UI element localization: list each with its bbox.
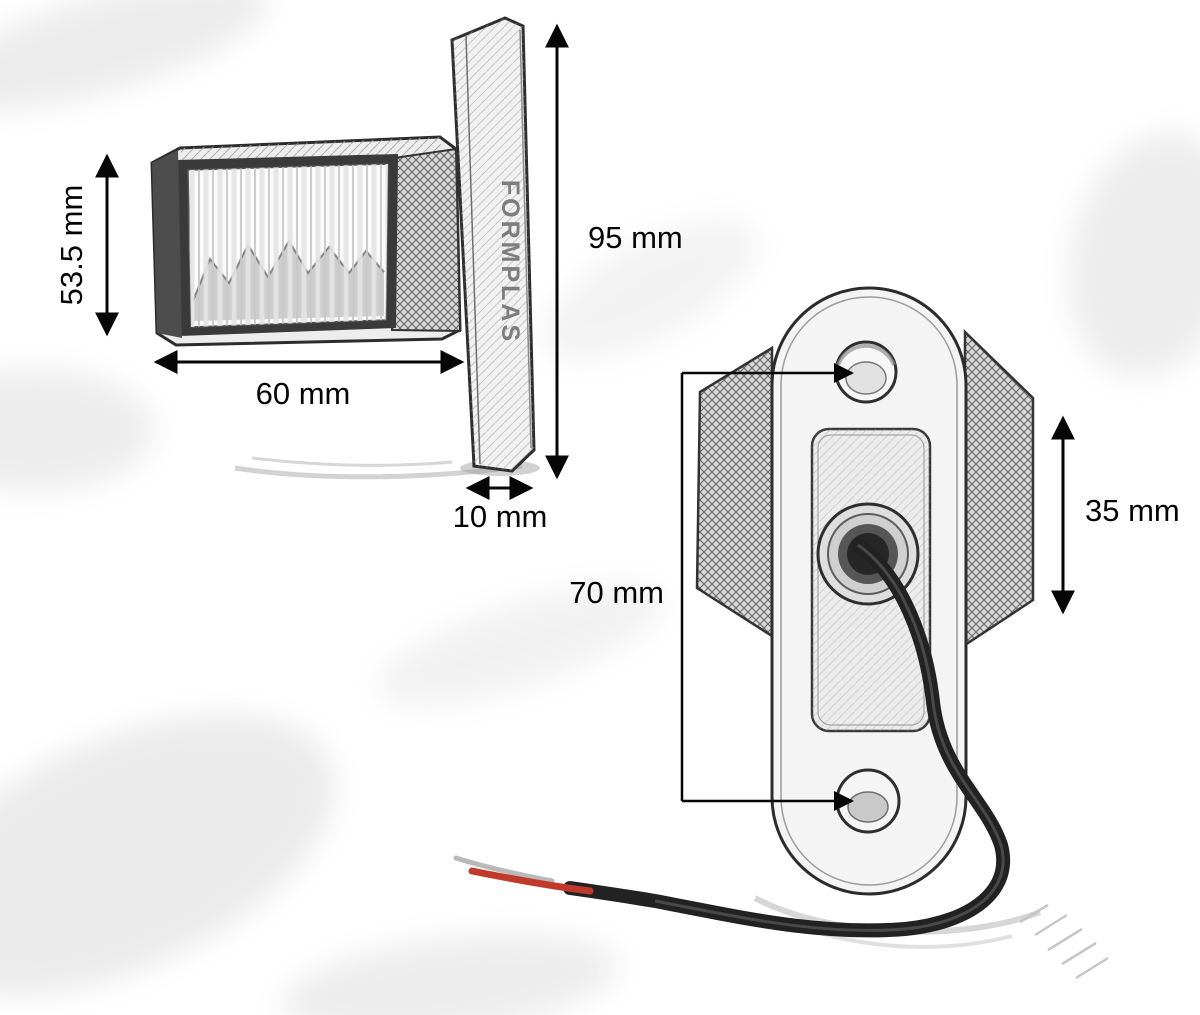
lens <box>187 163 389 328</box>
dimensions-side-view <box>95 23 569 500</box>
dim-bracket-height-label: 95 mm <box>588 220 683 255</box>
red-wire <box>468 867 594 895</box>
dimensions-rear-view <box>680 363 1075 811</box>
dim-lamp-height-label: 53.5 mm <box>54 185 89 306</box>
ground-hatch <box>1019 903 1109 980</box>
mounting-bracket-side: FORMPLAS <box>450 16 536 473</box>
lamp-body <box>150 135 462 347</box>
brand-label: FORMPLAS <box>496 180 524 344</box>
end-cap <box>152 150 182 338</box>
rubber-gaiter <box>390 147 462 333</box>
mounting-plate-inner-line <box>780 296 958 886</box>
side-view-shadow <box>234 463 523 480</box>
dim-thickness-label: 10 mm <box>453 499 548 534</box>
lamp-rear-view: 70 mm 35 mm <box>453 286 1180 980</box>
left-flange <box>695 345 774 639</box>
dim-hole-spacing-label: 70 mm <box>569 575 664 610</box>
dim-lamp-width-label: 60 mm <box>256 376 351 411</box>
bare-wire <box>453 855 555 884</box>
side-view-shadow-2 <box>251 456 453 467</box>
top-mounting-hole <box>834 340 898 404</box>
right-flange <box>963 329 1035 648</box>
bottom-mounting-hole <box>835 768 901 834</box>
lamp-side-view: FORMPLAS 53.5 mm 60 mm 95 mm 10 mm <box>54 16 683 534</box>
dim-flange-height-label: 35 mm <box>1085 493 1180 528</box>
power-cable <box>453 538 1010 938</box>
